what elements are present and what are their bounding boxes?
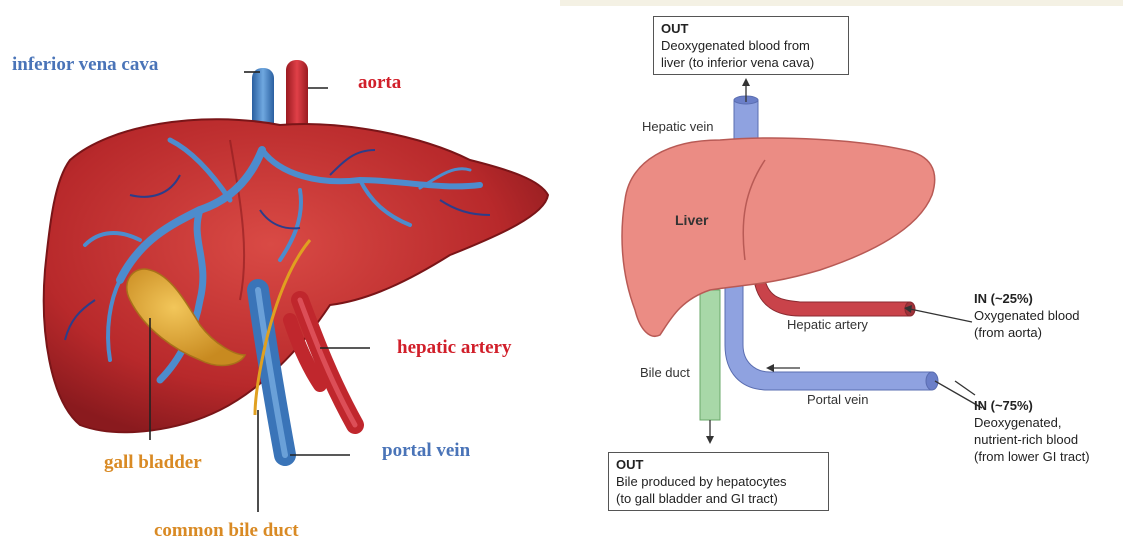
- callout-in-75-line: nutrient-rich blood: [974, 431, 1090, 448]
- callout-in-25-line: Oxygenated blood: [974, 307, 1080, 324]
- callout-in-25-title: IN (~25%): [974, 290, 1080, 307]
- hepatic-vein-label: Hepatic vein: [642, 119, 714, 134]
- callout-out-bottom-line: Bile produced by hepatocytes: [616, 473, 821, 490]
- portal-vein-tube: [725, 280, 932, 390]
- hepatic-artery-tube: [755, 280, 910, 316]
- callout-in-75: IN (~75%) Deoxygenated, nutrient-rich bl…: [974, 397, 1090, 465]
- callout-out-top-line: liver (to inferior vena cava): [661, 54, 841, 71]
- label-inferior-vena-cava: inferior vena cava: [12, 54, 158, 76]
- label-aorta: aorta: [358, 72, 401, 94]
- callout-out-top: OUT Deoxygenated blood from liver (to in…: [653, 16, 849, 75]
- label-common-bile-duct: common bile duct: [154, 520, 299, 542]
- label-portal-vein: portal vein: [382, 440, 470, 462]
- schematic-liver-panel: Liver Hepatic vein Hepatic artery Portal…: [560, 0, 1123, 546]
- illustrated-liver-graphic: [0, 0, 560, 546]
- callout-out-top-line: Deoxygenated blood from: [661, 37, 841, 54]
- callout-in-75-line: (from lower GI tract): [974, 448, 1090, 465]
- callout-in-25: IN (~25%) Oxygenated blood (from aorta): [974, 290, 1080, 341]
- callout-in-25-line: (from aorta): [974, 324, 1080, 341]
- callout-in-75-title: IN (~75%): [974, 397, 1090, 414]
- bile-duct-label: Bile duct: [640, 365, 690, 380]
- label-hepatic-artery: hepatic artery: [397, 337, 511, 359]
- bile-duct-tube: [700, 290, 720, 420]
- liver-label: Liver: [675, 212, 708, 228]
- callout-out-bottom: OUT Bile produced by hepatocytes (to gal…: [608, 452, 829, 511]
- callout-out-bottom-line: (to gall bladder and GI tract): [616, 490, 821, 507]
- label-gall-bladder: gall bladder: [104, 452, 202, 474]
- callout-out-top-title: OUT: [661, 20, 841, 37]
- callout-out-bottom-title: OUT: [616, 456, 821, 473]
- callout-in-75-line: Deoxygenated,: [974, 414, 1090, 431]
- illustrated-liver-panel: inferior vena cava aorta hepatic artery …: [0, 0, 560, 546]
- hepatic-artery-label: Hepatic artery: [787, 317, 868, 332]
- portal-vein-label: Portal vein: [807, 392, 868, 407]
